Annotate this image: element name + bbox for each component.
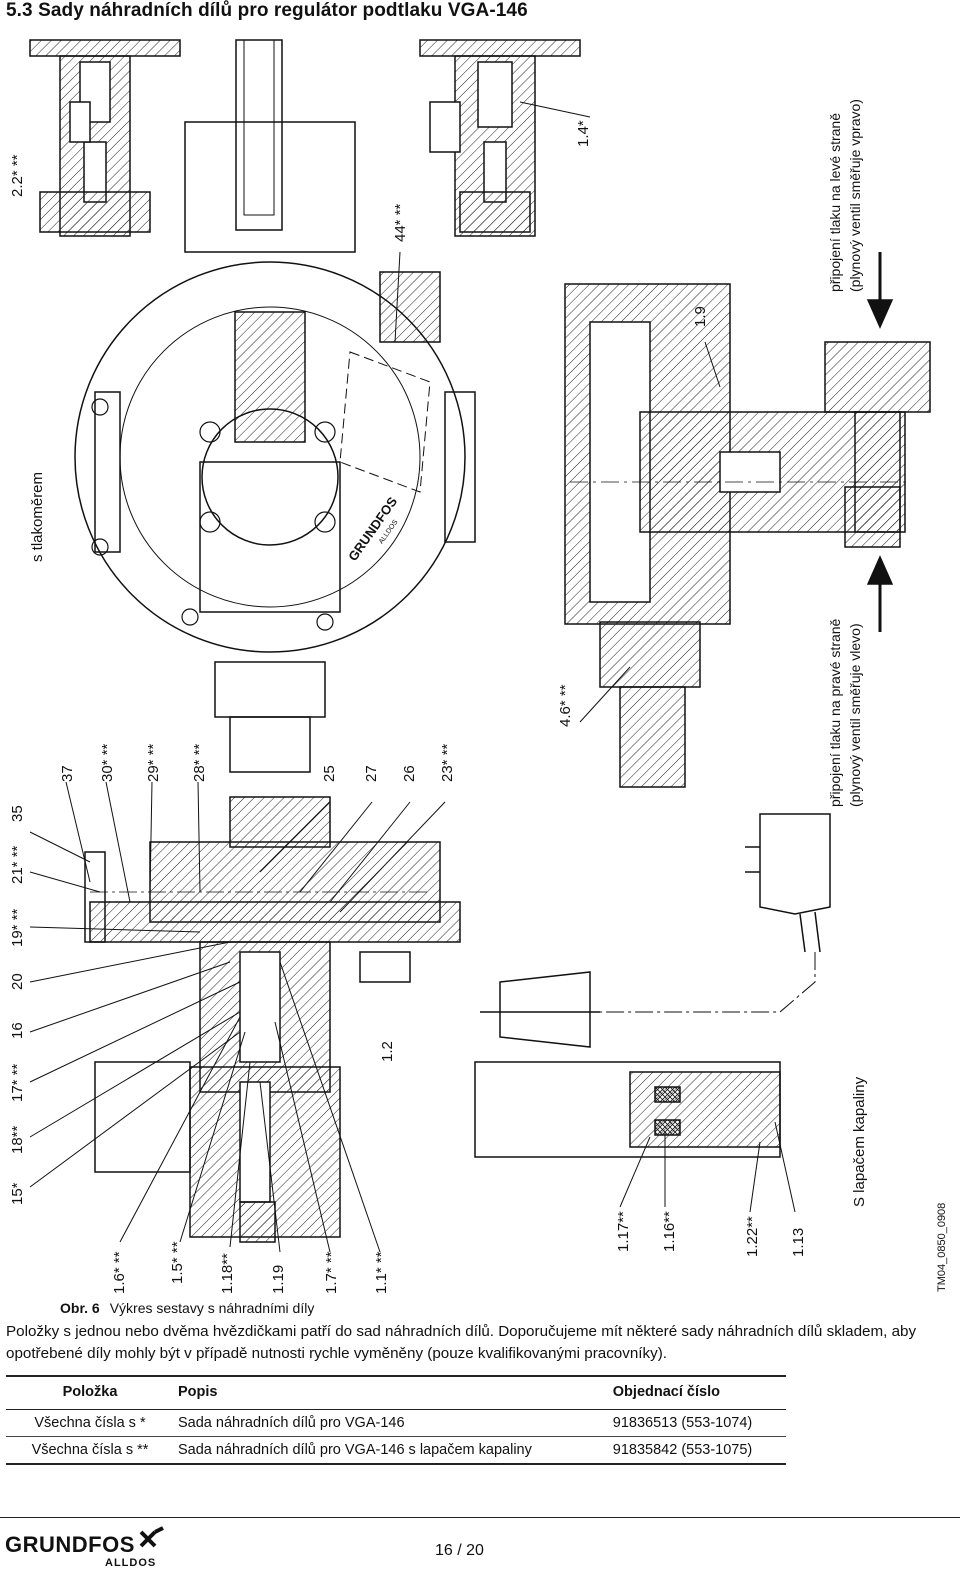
cell-description: Sada náhradních dílů pro VGA-146 xyxy=(174,1409,609,1437)
label-37: 37 xyxy=(59,765,76,782)
drawing-labels: 2.2* ** s tlakoměrem 1.4* 44* ** 1.9 při… xyxy=(9,99,948,1294)
footer-divider xyxy=(0,1517,960,1518)
label-44: 44* ** xyxy=(392,203,409,242)
label-2-2: 2.2* ** xyxy=(9,154,26,197)
cell-order-number: 91836513 (553-1074) xyxy=(608,1409,786,1437)
label-20: 20 xyxy=(9,973,26,990)
label-26: 26 xyxy=(401,765,418,782)
drawing-reference: TM04_0850_0908 xyxy=(936,1203,948,1292)
cell-item: Všechna čísla s ** xyxy=(6,1436,174,1465)
table-header-row: Položka Popis Objednací číslo xyxy=(6,1375,786,1410)
label-lapac-kapaliny: S lapačem kapaliny xyxy=(851,1076,868,1207)
figure-caption-text: Výkres sestavy s náhradními díly xyxy=(109,1300,315,1316)
label-leva-strana: připojení tlaku na levé straně xyxy=(827,113,843,292)
lower-assembly xyxy=(84,796,461,1243)
assembly-drawing: GRUNDFOS ALLDOS 2.2* ** s tlakoměrem 1.4… xyxy=(9,39,948,1294)
svg-text:GRUNDFOS: GRUNDFOS xyxy=(5,1532,135,1557)
label-16: 16 xyxy=(9,1022,26,1039)
column-header-description: Popis xyxy=(174,1375,609,1410)
column-header-order-number: Objednací číslo xyxy=(608,1375,786,1410)
label-1-4: 1.4* xyxy=(575,120,592,147)
cell-order-number: 91835842 (553-1075) xyxy=(608,1436,786,1465)
table-row: Všechna čísla s ** Sada náhradních dílů … xyxy=(6,1436,786,1465)
label-prava-strana: připojení tlaku na pravé straně xyxy=(827,618,843,807)
label-1-9: 1.9 xyxy=(692,306,709,327)
svg-text:ALLDOS: ALLDOS xyxy=(105,1557,156,1569)
label-18: 18** xyxy=(9,1125,26,1154)
figure-number: Obr. 6 xyxy=(60,1300,100,1316)
cell-description: Sada náhradních dílů pro VGA-146 s lapač… xyxy=(174,1436,609,1465)
label-1-22: 1.22** xyxy=(744,1216,761,1257)
label-4-6: 4.6* ** xyxy=(557,684,574,727)
spare-parts-table: Položka Popis Objednací číslo Všechna čí… xyxy=(6,1375,786,1465)
grundfos-alldos-logo: GRUNDFOS ALLDOS xyxy=(5,1526,164,1569)
label-1-17: 1.17** xyxy=(615,1211,632,1252)
label-27: 27 xyxy=(363,765,380,782)
label-25: 25 xyxy=(321,765,338,782)
label-19: 19* ** xyxy=(9,908,26,947)
column-header-item: Položka xyxy=(6,1375,174,1410)
leader-lines xyxy=(29,101,796,1253)
label-1-1: 1.1* ** xyxy=(373,1251,390,1294)
label-1-5: 1.5* ** xyxy=(169,1241,186,1284)
label-1-6: 1.6* ** xyxy=(111,1251,128,1294)
liquid-trap xyxy=(474,1061,781,1158)
flow-arrows xyxy=(866,252,894,632)
label-1-13: 1.13 xyxy=(790,1228,807,1257)
power-plug xyxy=(480,813,831,1048)
label-ventil-vpravo: (plynový ventil směřuje vpravo) xyxy=(847,99,863,292)
label-15: 15* xyxy=(9,1182,26,1205)
regulator-body xyxy=(74,39,476,773)
top-right-valve xyxy=(419,39,581,237)
spare-parts-note: Položky s jednou nebo dvěma hvězdičkami … xyxy=(6,1323,917,1362)
right-block xyxy=(564,283,931,788)
label-1-18: 1.18** xyxy=(219,1253,236,1294)
top-left-valve xyxy=(29,39,181,237)
label-35: 35 xyxy=(9,805,26,822)
label-30: 30* ** xyxy=(99,743,116,782)
page-title: 5.3 Sady náhradních dílů pro regulátor p… xyxy=(6,0,528,21)
label-21: 21* ** xyxy=(9,845,26,884)
label-ventil-vlevo: (plynový ventil směřuje vlevo) xyxy=(847,623,863,807)
label-1-19: 1.19 xyxy=(270,1265,287,1294)
page-number: 16 / 20 xyxy=(435,1542,484,1559)
label-23: 23* ** xyxy=(439,743,456,782)
label-1-7: 1.7* ** xyxy=(323,1251,340,1294)
figure-caption: Obr. 6 Výkres sestavy s náhradními díly xyxy=(60,1300,314,1316)
label-28: 28* ** xyxy=(191,743,208,782)
label-1-2: 1.2 xyxy=(379,1041,396,1062)
label-29: 29* ** xyxy=(145,743,162,782)
cell-item: Všechna čísla s * xyxy=(6,1409,174,1437)
label-17: 17* ** xyxy=(9,1063,26,1102)
label-1-16: 1.16** xyxy=(661,1211,678,1252)
table-row: Všechna čísla s * Sada náhradních dílů p… xyxy=(6,1409,786,1437)
label-s-tlakomerem: s tlakoměrem xyxy=(29,472,46,562)
